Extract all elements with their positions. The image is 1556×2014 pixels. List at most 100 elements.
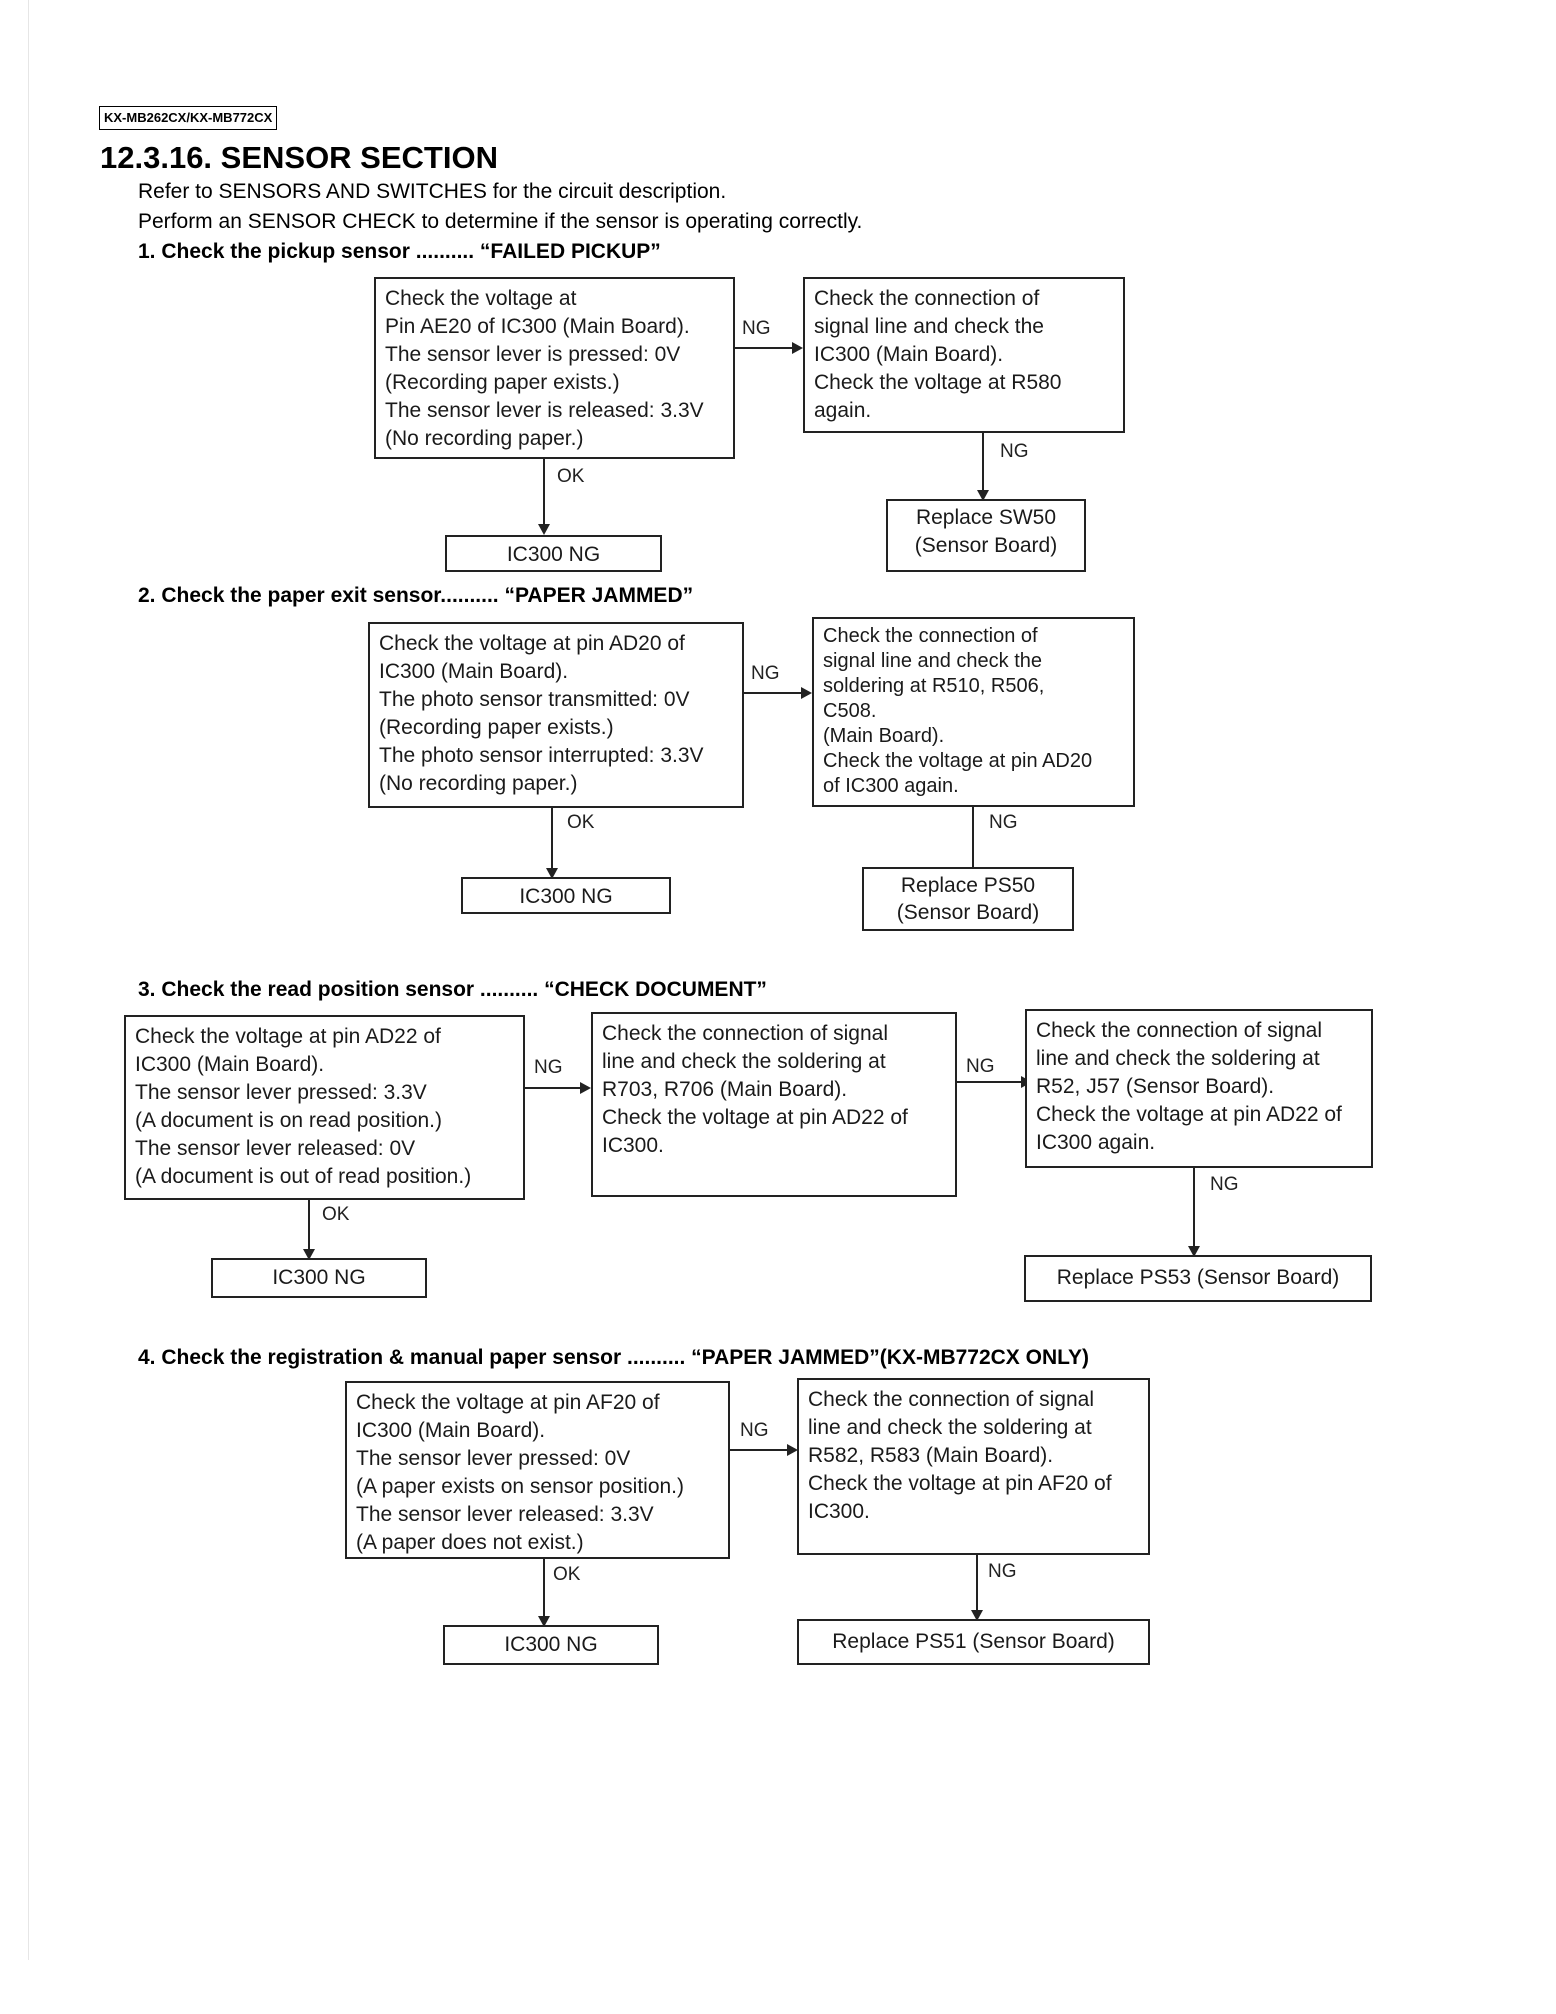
check-4-ok-result: IC300 NG	[443, 1625, 659, 1665]
box-line: (A paper exists on sensor position.)	[356, 1475, 685, 1498]
box-line: R703, R706 (Main Board).	[602, 1078, 848, 1101]
box-line: Replace PS50	[900, 874, 1036, 897]
check-4-heading: 4. Check the registration & manual paper…	[138, 1346, 1090, 1369]
check-4-ng-box: Check the connection of signal line and …	[797, 1378, 1150, 1555]
check-2-final-box: Replace PS50 (Sensor Board)	[862, 867, 1074, 931]
ok-connector	[543, 459, 545, 526]
ng-label: NG	[988, 1561, 1017, 1582]
box-line: Replace PS51 (Sensor Board)	[832, 1630, 1115, 1653]
model-tag: KX-MB262CX/KX-MB772CX	[99, 106, 278, 130]
box-line: (A document is on read position.)	[135, 1109, 443, 1132]
box-line: The sensor lever released: 3.3V	[356, 1503, 654, 1526]
box-line: IC300.	[808, 1500, 870, 1523]
box-line: The sensor lever is pressed: 0V	[385, 343, 681, 366]
check-3-final-box: Replace PS53 (Sensor Board)	[1024, 1255, 1372, 1302]
ng-connector	[972, 807, 974, 870]
box-line: (Main Board).	[823, 725, 945, 747]
box-line: IC300 NG	[272, 1266, 366, 1289]
section-title: 12.3.16. SENSOR SECTION	[100, 140, 498, 175]
box-line: (No recording paper.)	[385, 427, 584, 450]
ng-label: NG	[742, 318, 771, 339]
ng-connector	[976, 1555, 978, 1612]
box-line: Check the connection of signal	[808, 1388, 1095, 1411]
box-line: (Sensor Board)	[896, 901, 1040, 924]
box-line: Check the voltage at pin AD20	[823, 750, 1093, 772]
check-3-ok-result: IC300 NG	[211, 1258, 427, 1298]
ng-label: NG	[989, 812, 1018, 833]
box-line: soldering at R510, R506,	[823, 675, 1045, 697]
box-line: Check the voltage at	[385, 287, 577, 310]
box-line: IC300 NG	[519, 885, 613, 908]
box-line: of IC300 again.	[823, 775, 959, 797]
ok-connector	[308, 1200, 310, 1251]
box-line: The photo sensor interrupted: 3.3V	[379, 744, 704, 767]
box-line: The sensor lever pressed: 0V	[356, 1447, 631, 1470]
box-line: Replace SW50	[915, 506, 1057, 529]
box-line: (Sensor Board)	[914, 534, 1058, 557]
ok-label: OK	[553, 1564, 581, 1585]
check-1-heading: 1. Check the pickup sensor .......... “F…	[138, 240, 661, 263]
box-line: IC300.	[602, 1134, 664, 1157]
box-line: Check the connection of signal	[1036, 1019, 1323, 1042]
check-2-ok-result: IC300 NG	[461, 877, 671, 914]
box-line: Check the voltage at pin AF20 of	[808, 1472, 1112, 1495]
box-line: Pin AE20 of IC300 (Main Board).	[385, 315, 690, 338]
box-line: IC300 again.	[1036, 1131, 1156, 1154]
box-line: The sensor lever is released: 3.3V	[385, 399, 704, 422]
ok-label: OK	[322, 1204, 350, 1225]
check-4-final-box: Replace PS51 (Sensor Board)	[797, 1619, 1150, 1665]
box-line: Check the voltage at pin AD22 of	[602, 1106, 908, 1129]
ng-connector	[982, 433, 984, 492]
arrow-right-icon	[792, 342, 803, 354]
box-line: (A document is out of read position.)	[135, 1165, 472, 1188]
ok-connector	[551, 808, 553, 870]
check-3-ng-box-2: Check the connection of signal line and …	[1025, 1009, 1373, 1168]
check-3-start-box: Check the voltage at pin AD22 of IC300 (…	[124, 1015, 525, 1200]
box-line: (A paper does not exist.)	[356, 1531, 584, 1554]
box-line: R582, R583 (Main Board).	[808, 1444, 1054, 1467]
intro-line-2: Perform an SENSOR CHECK to determine if …	[138, 210, 863, 233]
box-line: line and check the soldering at	[808, 1416, 1092, 1439]
ok-label: OK	[557, 466, 585, 487]
arrow-down-icon	[303, 1249, 315, 1260]
check-3-ng-box: Check the connection of signal line and …	[591, 1012, 957, 1197]
ok-label: OK	[567, 812, 595, 833]
arrow-down-icon	[538, 1616, 550, 1627]
box-line: Check the voltage at pin AF20 of	[356, 1391, 660, 1414]
box-line: again.	[814, 399, 872, 422]
box-line: IC300 (Main Board).	[814, 343, 1004, 366]
box-line: Replace PS53 (Sensor Board)	[1056, 1266, 1340, 1289]
check-3-heading: 3. Check the read position sensor ......…	[138, 978, 767, 1001]
ng-connector	[735, 347, 794, 349]
box-line: Check the connection of	[823, 625, 1038, 647]
check-1-ok-result: IC300 NG	[445, 535, 662, 572]
arrow-down-icon	[538, 524, 550, 535]
ng-connector	[525, 1087, 582, 1089]
box-line: Check the connection of signal	[602, 1022, 889, 1045]
box-line: line and check the soldering at	[602, 1050, 886, 1073]
check-2-start-box: Check the voltage at pin AD20 of IC300 (…	[368, 622, 744, 808]
box-line: IC300 NG	[504, 1633, 598, 1656]
ng-label: NG	[751, 663, 780, 684]
box-line: Check the connection of	[814, 287, 1040, 310]
ng-label: NG	[966, 1056, 995, 1077]
ng-connector	[1193, 1168, 1195, 1248]
check-1-final-box: Replace SW50 (Sensor Board)	[886, 499, 1086, 572]
box-line: (Recording paper exists.)	[379, 716, 614, 739]
box-line: signal line and check the	[823, 650, 1043, 672]
check-2-heading: 2. Check the paper exit sensor..........…	[138, 584, 694, 607]
ng-label: NG	[534, 1057, 563, 1078]
box-line: IC300 (Main Board).	[356, 1419, 546, 1442]
ng-label: NG	[1210, 1174, 1239, 1195]
ng-label: NG	[740, 1420, 769, 1441]
arrow-right-icon	[787, 1444, 798, 1456]
box-line: The sensor lever pressed: 3.3V	[135, 1081, 427, 1104]
box-line: IC300 NG	[506, 543, 601, 566]
arrow-down-icon	[971, 1610, 983, 1621]
page-edge	[28, 0, 29, 1960]
ng-connector	[957, 1081, 1023, 1083]
check-1-start-box: Check the voltage at Pin AE20 of IC300 (…	[374, 277, 735, 459]
box-line: Check the voltage at pin AD22 of	[135, 1025, 441, 1048]
check-1-ng-box: Check the connection of signal line and …	[803, 277, 1125, 433]
box-line: The sensor lever released: 0V	[135, 1137, 416, 1160]
